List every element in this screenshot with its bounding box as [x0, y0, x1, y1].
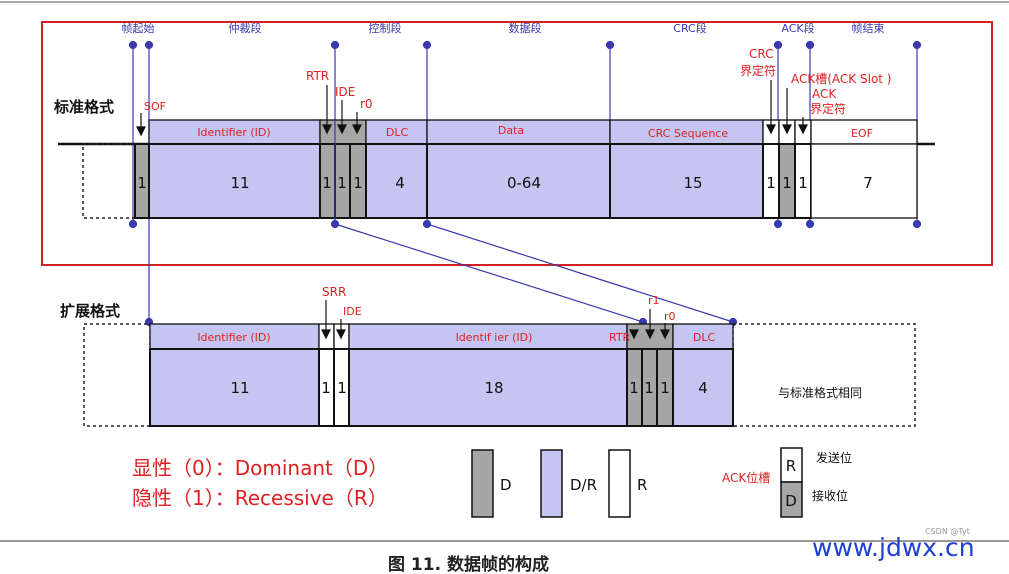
extended-pointer-arrows: [321, 300, 670, 340]
ext-remainder-note: 与标准格式相同: [778, 385, 862, 400]
standard-format-title: 标准格式: [53, 98, 114, 116]
std-bits-identifier: 11: [230, 174, 249, 192]
std-bits-sof: 1: [137, 174, 147, 192]
segment-label-arbitration: 仲裁段: [229, 21, 262, 35]
small-mark: CSDN @Tyt: [925, 527, 970, 536]
legend-ack-d-cell: [780, 481, 803, 518]
legend-dr-swatch: [540, 449, 563, 518]
extended-format-title: 扩展格式: [60, 302, 120, 320]
ext-bits-ide: 1: [337, 379, 347, 397]
ext-bits-srr: 1: [321, 379, 331, 397]
std-header-identifier: Identifier (ID): [197, 126, 270, 139]
std-label-r0: r0: [360, 97, 373, 111]
legend-recessive-text: 隐性（1）：Recessive（R）: [132, 486, 388, 510]
legend-send-bit: 发送位: [816, 450, 852, 465]
std-bits-r0: 1: [353, 174, 363, 192]
std-label-rtr: RTR: [306, 69, 329, 83]
standard-bit-cells: [134, 143, 918, 219]
legend-ack-d: D: [785, 492, 797, 510]
standard-idle-region: [82, 143, 136, 219]
legend-dr-label: D/R: [570, 476, 597, 494]
std-label-crc-delim-2: 界定符: [740, 63, 776, 78]
legend-r-label: R: [637, 476, 647, 494]
standard-highlight-frame: [41, 21, 993, 266]
std-header-dlc: DLC: [386, 126, 409, 139]
segment-label-sof: 帧起始: [122, 21, 155, 35]
ext-label-r1: r1: [648, 294, 660, 307]
segment-label-eof: 帧结束: [852, 21, 885, 35]
std-bits-ack-slot: 1: [782, 174, 792, 192]
std-header-data: Data: [498, 124, 524, 137]
std-bits-crc-delim: 1: [766, 174, 776, 192]
ext-header-dlc: DLC: [693, 331, 716, 344]
ext-label-rtr: RTR: [609, 331, 631, 344]
ext-label-srr: SRR: [322, 285, 346, 299]
legend-ack-title: ACK位槽: [722, 470, 770, 485]
std-bits-rtr: 1: [322, 174, 332, 192]
legend-dominant-text: 显性（0）：Dominant（D）: [132, 456, 388, 480]
std-header-eof: EOF: [851, 127, 873, 140]
std-bits-data: 0-64: [507, 174, 541, 192]
segment-label-control: 控制段: [369, 21, 402, 35]
std-bits-ide: 1: [337, 174, 347, 192]
ext-bits-r1: 1: [644, 379, 654, 397]
ext-bits-rtr: 1: [629, 379, 639, 397]
ext-bits-dlc: 4: [698, 379, 708, 397]
ext-bits-identifier-a: 11: [230, 379, 249, 397]
ext-header-identifier-a: Identifier (ID): [197, 331, 270, 344]
std-label-ack-delim-2: 界定符: [810, 101, 846, 116]
std-bits-dlc: 4: [395, 174, 405, 192]
std-label-ack-slot: ACK槽(ACK Slot ): [791, 72, 891, 86]
legend-r-swatch: [608, 449, 631, 518]
std-header-crc-seq: CRC Sequence: [648, 127, 728, 140]
segment-label-crc: CRC段: [673, 21, 706, 35]
extended-remainder-region: [732, 323, 916, 427]
ext-bits-r0: 1: [660, 379, 670, 397]
std-bits-ack-delim: 1: [798, 174, 808, 192]
extended-idle-region: [83, 323, 151, 427]
std-label-ide: IDE: [335, 85, 355, 99]
std-label-crc-delim-1: CRC: [749, 47, 774, 61]
legend-d-label: D: [500, 476, 512, 494]
extended-bit-cells: [149, 348, 734, 427]
watermark-text: www.jdwx.cn: [812, 533, 975, 562]
std-bits-eof: 7: [863, 174, 873, 192]
std-bits-crc-seq: 15: [683, 174, 702, 192]
ext-label-ide: IDE: [343, 305, 362, 318]
ext-label-r0: r0: [664, 310, 676, 323]
legend-recv-bit: 接收位: [812, 488, 848, 503]
segment-label-row: 帧起始 仲裁段 控制段 数据段 CRC段 ACK段 帧结束: [122, 21, 885, 35]
ext-header-identifier-b: Identif ier (ID): [456, 331, 533, 344]
figure-caption: 图 11. 数据帧的构成: [388, 554, 549, 574]
legend-ack-r: R: [786, 457, 796, 475]
std-label-ack-delim-1: ACK: [812, 87, 837, 101]
legend-d-swatch: [471, 449, 494, 518]
segment-label-data: 数据段: [509, 21, 542, 35]
standard-pointer-arrows: [136, 80, 808, 137]
segment-label-ack: ACK段: [781, 21, 814, 35]
ext-bits-identifier-b: 18: [484, 379, 503, 397]
std-label-sof: SOF: [144, 100, 166, 113]
